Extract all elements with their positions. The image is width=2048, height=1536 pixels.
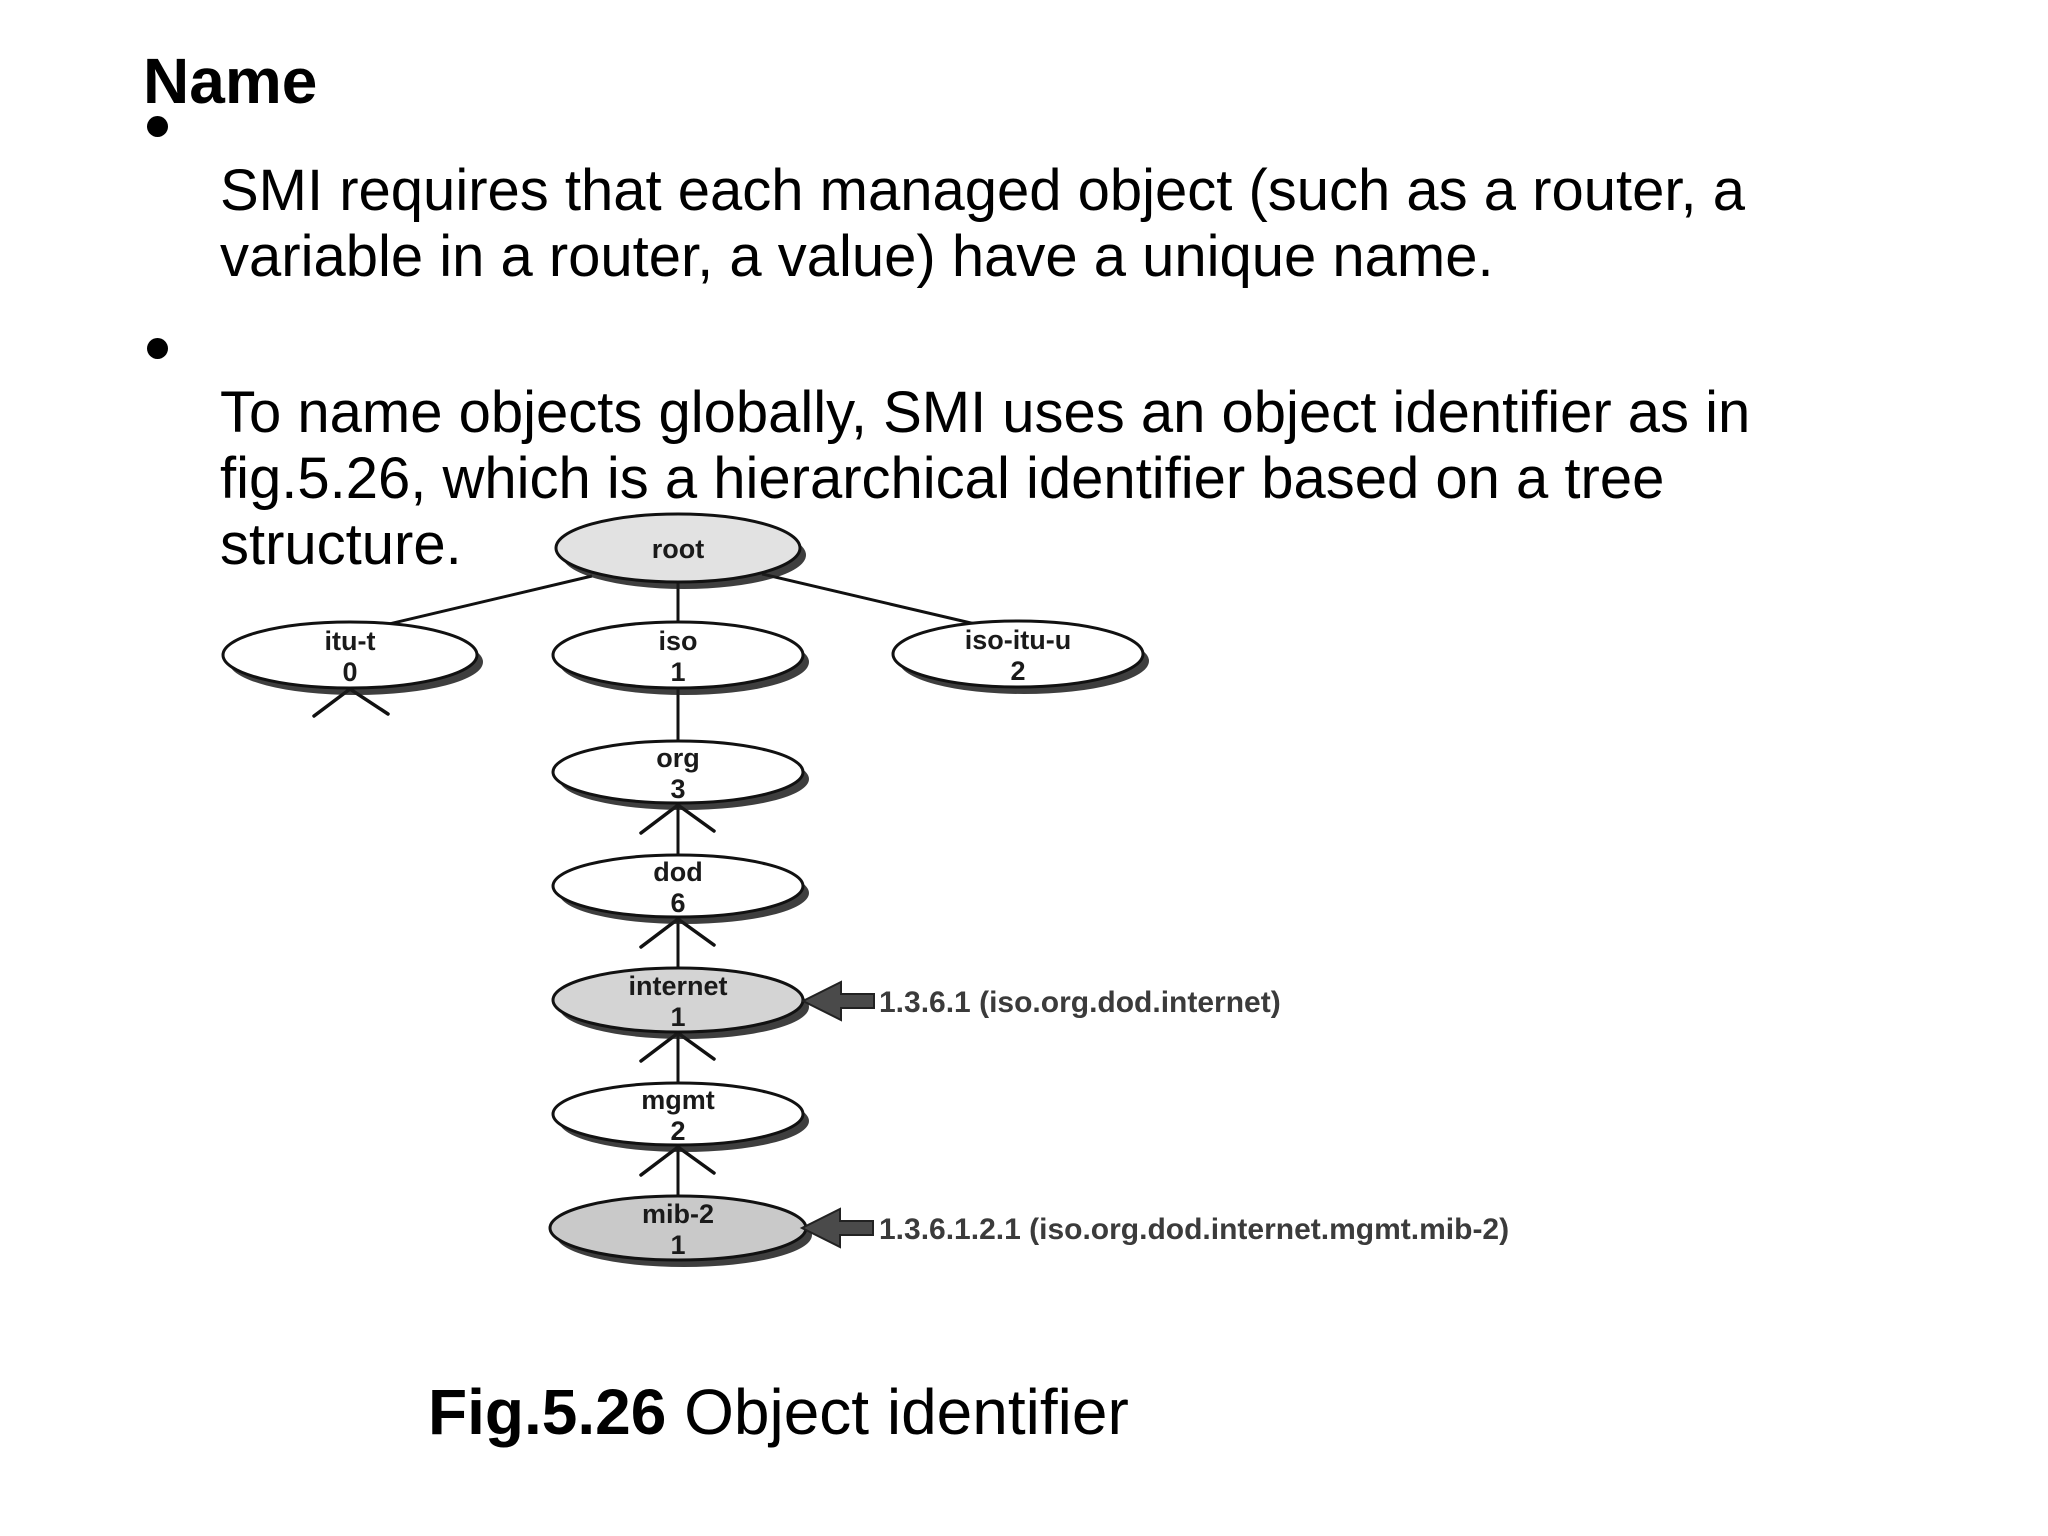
- node-label-root: root: [652, 534, 704, 564]
- node-ellipse-iso: [551, 620, 805, 690]
- node-number-mib2: 1: [670, 1230, 685, 1260]
- page-title: Name: [143, 44, 318, 117]
- left-arrow-icon: [800, 980, 875, 1022]
- figure-caption: Fig.5.26 Object identifier: [428, 1376, 1129, 1448]
- node-ellipse-isoituu: [891, 619, 1145, 689]
- left-arrow-icon: [799, 1207, 874, 1249]
- bullet-icon: [147, 338, 168, 359]
- node-labels: root itu-t 0 iso 1 iso-itu-u 2 org 3 dod…: [325, 534, 1072, 1260]
- node-number-itut: 0: [342, 657, 357, 687]
- bullet-icon: [147, 116, 168, 137]
- figure-caption-text: Object identifier: [666, 1376, 1129, 1448]
- bullet-text-2: To name objects globally, SMI uses an ob…: [220, 380, 1751, 577]
- tree-nodes: [221, 512, 1145, 1262]
- figure-number: Fig.5.26: [428, 1376, 667, 1448]
- node-ellipse-mgmt: [551, 1081, 805, 1147]
- node-label-mib2: mib-2: [642, 1199, 714, 1229]
- node-number-isoituu: 2: [1010, 656, 1025, 686]
- node-ellipse-dod: [551, 853, 805, 919]
- node-number-internet: 1: [670, 1002, 685, 1032]
- node-label-itut: itu-t: [325, 626, 376, 656]
- edge-root-itut: [371, 574, 593, 630]
- edge-root-isoituu: [761, 572, 989, 629]
- node-number-dod: 6: [670, 888, 685, 918]
- node-label-iso: iso: [658, 626, 697, 656]
- node-number-iso: 1: [670, 657, 685, 687]
- node-number-org: 3: [670, 774, 685, 804]
- node-ellipse-root: [554, 512, 802, 584]
- node-label-internet: internet: [628, 971, 727, 1001]
- node-number-mgmt: 2: [670, 1116, 685, 1146]
- tree-edges: [371, 572, 989, 1198]
- node-label-isoituu: iso-itu-u: [965, 625, 1071, 655]
- node-label-dod: dod: [653, 857, 702, 887]
- bullet-list: SMI requires that each managed object (s…: [143, 92, 2023, 578]
- annotation-mib2-oid: 1.3.6.1.2.1 (iso.org.dod.internet.mgmt.m…: [879, 1213, 1509, 1246]
- node-ellipse-org: [551, 739, 805, 805]
- annotation-internet-oid: 1.3.6.1 (iso.org.dod.internet): [879, 986, 1281, 1019]
- node-label-org: org: [656, 743, 700, 773]
- bullet-item-1: SMI requires that each managed object (s…: [143, 92, 2023, 290]
- node-label-mgmt: mgmt: [641, 1085, 715, 1115]
- node-ellipse-itut: [221, 620, 479, 690]
- annotations: 1.3.6.1 (iso.org.dod.internet) 1.3.6.1.2…: [799, 980, 1509, 1249]
- bullet-item-2: To name objects globally, SMI uses an ob…: [143, 314, 2023, 578]
- bullet-text-1: SMI requires that each managed object (s…: [220, 158, 1745, 289]
